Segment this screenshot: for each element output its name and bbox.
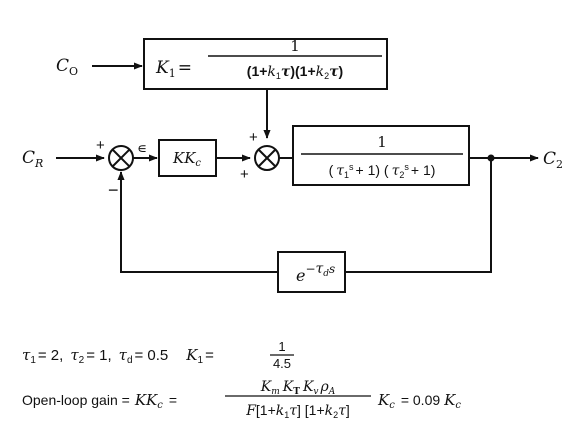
reference-label: CR (22, 148, 43, 170)
summer2-plus-top: + (249, 129, 258, 146)
gain-denominator: F[1+k1τ] [1+k2τ] (245, 402, 350, 420)
plant-denominator: (τ1s+ 1) (τ2s+ 1) (329, 162, 436, 180)
summer1-plus: + (96, 137, 105, 154)
params-k1-num: 1 (278, 339, 285, 354)
feedback-path-right (345, 158, 492, 273)
params-k1-den: 4.5 (273, 356, 291, 371)
plant-block (292, 125, 470, 186)
summer1-minus: − (108, 180, 119, 200)
k1-block (143, 38, 388, 90)
disturbance-label: CO (56, 56, 78, 78)
controller-label: KKc (172, 149, 201, 169)
delay-label: e−τds (296, 261, 335, 285)
error-symbol: ∊ (137, 141, 147, 157)
summer2-plus-left: + (240, 166, 249, 183)
gain-label: Open-loop gain =KKc= (22, 391, 177, 411)
takeoff-point (487, 154, 495, 162)
feedback-path-left (117, 171, 278, 273)
k1-denominator: (1+k1τ)(1+k2τ) (247, 63, 343, 81)
k1-lhs: K1= (155, 58, 192, 80)
plant-numerator: 1 (377, 133, 387, 151)
k1-numerator: 1 (290, 37, 300, 55)
output-label: C2 (543, 149, 563, 171)
